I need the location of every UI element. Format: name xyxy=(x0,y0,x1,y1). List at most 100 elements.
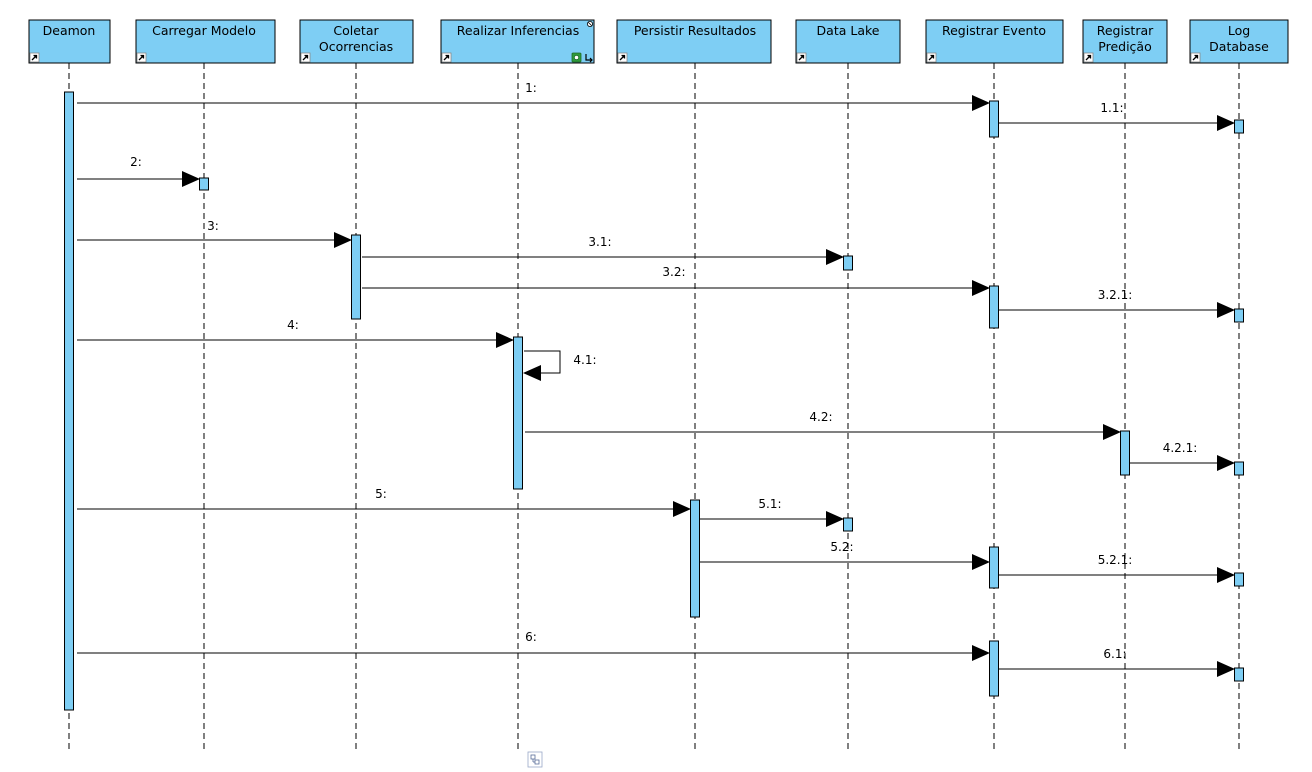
lifeline-registrar-evento: Registrar Evento xyxy=(925,19,1064,752)
activation-bar-coletar-ocorrencias[interactable] xyxy=(351,234,361,320)
message-5-2-1[interactable]: 5.2.1: xyxy=(999,553,1235,583)
activation-bar-log-database[interactable] xyxy=(1234,667,1244,682)
activation-bar-log-database[interactable] xyxy=(1234,308,1244,323)
activation-bar-registrar-evento[interactable] xyxy=(989,100,999,138)
lifeline-name-coletar-ocorrencias-line-2: Ocorrencias xyxy=(319,39,393,54)
message-label: 6: xyxy=(525,630,537,644)
message-label: 5.2.1: xyxy=(1098,553,1133,567)
lifeline-persistir-resultados: Persistir Resultados xyxy=(616,19,772,752)
message-6-1[interactable]: 6.1: xyxy=(999,647,1235,677)
lifeline-box-coletar-ocorrencias[interactable] xyxy=(299,19,414,64)
lifeline-name-persistir-resultados: Persistir Resultados xyxy=(634,23,756,38)
message-label: 5.2: xyxy=(830,540,853,554)
lifeline-deamon: Deamon xyxy=(28,19,111,752)
lifeline-box-data-lake[interactable] xyxy=(795,19,901,64)
activation-bar-persistir-resultados[interactable] xyxy=(690,499,700,618)
messages: 1: 1.1: 2: 3: 3.1: 3.2: 3.2.1: 4: 4.1: 4.2: 4.2.1:… xyxy=(77,81,1235,677)
message-4[interactable]: 4: xyxy=(77,318,514,348)
shortcut-arrow-icon[interactable] xyxy=(300,52,311,63)
message-label: 1.1: xyxy=(1100,101,1123,115)
message-label: 5: xyxy=(375,487,387,501)
message-2[interactable]: 2: xyxy=(77,155,200,187)
message-3[interactable]: 3: xyxy=(77,219,352,248)
activation-bar-registrar-evento[interactable] xyxy=(989,640,999,697)
shortcut-arrow-icon[interactable] xyxy=(1190,52,1201,63)
lifeline-end-handle-icon[interactable] xyxy=(527,751,543,768)
lifeline-name-registrar-predicao-line-2: Predição xyxy=(1098,39,1151,54)
lifeline-box-realizar-inferencias[interactable] xyxy=(440,19,595,64)
activation-bar-registrar-evento[interactable] xyxy=(989,546,999,589)
message-4-2-1[interactable]: 4.2.1: xyxy=(1130,441,1235,471)
activation-bar-carregar-modelo[interactable] xyxy=(199,177,209,191)
message-label: 4: xyxy=(287,318,299,332)
shortcut-arrow-icon[interactable] xyxy=(796,52,807,63)
activation-bar-deamon[interactable] xyxy=(64,91,74,711)
message-5[interactable]: 5: xyxy=(77,487,691,517)
message-label: 3: xyxy=(207,219,219,233)
activation-bar-data-lake[interactable] xyxy=(843,255,853,271)
lifeline-box-registrar-predicao[interactable] xyxy=(1082,19,1168,64)
lifeline-name-coletar-ocorrencias-line-1: Coletar xyxy=(333,23,379,38)
shortcut-arrow-icon[interactable] xyxy=(441,52,452,63)
message-label: 4.2.1: xyxy=(1163,441,1198,455)
activation-bar-data-lake[interactable] xyxy=(843,517,853,532)
shortcut-arrow-icon[interactable] xyxy=(29,52,40,63)
activation-bar-log-database[interactable] xyxy=(1234,119,1244,134)
activation-bar-log-database[interactable] xyxy=(1234,572,1244,587)
lifeline-box-registrar-evento[interactable] xyxy=(925,19,1064,64)
message-1-1[interactable]: 1.1: xyxy=(999,101,1235,131)
lifeline-name-registrar-evento: Registrar Evento xyxy=(942,23,1046,38)
message-5-1[interactable]: 5.1: xyxy=(700,497,844,527)
message-label: 3.2.1: xyxy=(1098,288,1133,302)
lifeline-box-log-database[interactable] xyxy=(1189,19,1289,64)
message-3-2[interactable]: 3.2: xyxy=(362,265,990,296)
self-message-arrow[interactable] xyxy=(523,350,561,381)
message-6[interactable]: 6: xyxy=(77,630,990,661)
activation-bar-registrar-evento[interactable] xyxy=(989,285,999,329)
message-label: 1: xyxy=(525,81,537,95)
message-label: 4.1: xyxy=(573,353,596,367)
diagram-decorations xyxy=(527,21,593,768)
message-label: 5.1: xyxy=(758,497,781,511)
lifeline-data-lake: Data Lake xyxy=(795,19,901,752)
shortcut-arrow-icon[interactable] xyxy=(136,52,147,63)
message-1[interactable]: 1: xyxy=(77,81,990,111)
message-label: 2: xyxy=(130,155,142,169)
lifeline-name-realizar-inferencias: Realizar Inferencias xyxy=(457,23,579,38)
message-label: 3.2: xyxy=(662,265,685,279)
lifeline-name-registrar-predicao-line-1: Registrar xyxy=(1097,23,1154,38)
gear-icon[interactable] xyxy=(571,52,582,63)
lifeline-realizar-inferencias: Realizar Inferencias xyxy=(440,19,595,752)
message-label: 6.1: xyxy=(1103,647,1126,661)
lifeline-box-deamon[interactable] xyxy=(28,19,111,64)
shortcut-arrow-icon[interactable] xyxy=(1083,52,1094,63)
shortcut-arrow-icon[interactable] xyxy=(617,52,628,63)
message-3-1[interactable]: 3.1: xyxy=(362,235,844,265)
lifeline-name-log-database-line-2: Database xyxy=(1209,39,1269,54)
message-3-2-1[interactable]: 3.2.1: xyxy=(999,288,1235,318)
lifeline-name-carregar-modelo: Carregar Modelo xyxy=(152,23,256,38)
message-label: 4.2: xyxy=(809,410,832,424)
lifeline-box-persistir-resultados[interactable] xyxy=(616,19,772,64)
lifeline-carregar-modelo: Carregar Modelo xyxy=(135,19,276,752)
lifeline-name-log-database-line-1: Log xyxy=(1228,23,1250,38)
return-arrow-icon[interactable] xyxy=(585,54,593,63)
message-label: 3.1: xyxy=(588,235,611,249)
activation-bar-realizar-inferencias[interactable] xyxy=(513,336,523,490)
activation-bar-log-database[interactable] xyxy=(1234,461,1244,476)
lifeline-name-data-lake: Data Lake xyxy=(817,23,880,38)
lifeline-name-deamon: Deamon xyxy=(43,23,96,38)
message-4-1[interactable]: 4.1: xyxy=(523,350,597,381)
activation-bar-registrar-predicao[interactable] xyxy=(1120,430,1130,476)
lifeline-box-carregar-modelo[interactable] xyxy=(135,19,276,64)
pin-icon[interactable] xyxy=(587,21,593,27)
activation-bars xyxy=(64,91,1244,711)
message-5-2[interactable]: 5.2: xyxy=(700,540,990,570)
shortcut-arrow-icon[interactable] xyxy=(926,52,937,63)
message-4-2[interactable]: 4.2: xyxy=(525,410,1121,440)
